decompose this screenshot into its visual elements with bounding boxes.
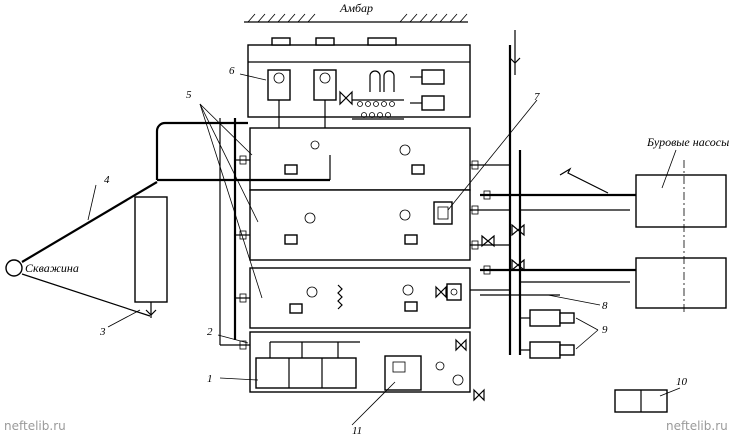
tank-2 xyxy=(249,189,471,261)
callout-4: 4 xyxy=(104,174,110,186)
watermark-left: neftelib.ru xyxy=(4,419,66,433)
watermark-right: neftelib.ru xyxy=(666,419,728,433)
callout-9: 9 xyxy=(602,324,608,336)
callout-3: 3 xyxy=(99,326,106,338)
well xyxy=(5,181,158,317)
callout-2: 2 xyxy=(207,326,213,338)
valves-right xyxy=(435,223,525,402)
callout-11: 11 xyxy=(352,425,362,435)
degasser-tank-3 xyxy=(134,196,168,318)
drilling-pumps xyxy=(635,160,727,312)
auxiliary-pumps xyxy=(520,309,575,359)
chemical-block xyxy=(249,331,471,393)
tank-3 xyxy=(249,267,471,329)
flanges xyxy=(239,155,491,350)
callout-8: 8 xyxy=(602,300,608,312)
callout-1: 1 xyxy=(207,373,213,385)
callout-7: 7 xyxy=(534,91,540,103)
callout-5: 5 xyxy=(186,89,192,101)
callout-10: 10 xyxy=(676,376,688,388)
cleaning-equipment-block xyxy=(247,37,471,160)
well-label: Скважина xyxy=(25,261,79,275)
leader-lines xyxy=(87,73,681,426)
unit-10 xyxy=(614,389,668,413)
drilling-pumps-label: Буровые насосы xyxy=(646,135,729,149)
pipelines xyxy=(155,30,636,355)
ambar-label: Амбар xyxy=(339,1,373,15)
ambar-ground xyxy=(244,13,468,23)
callout-6: 6 xyxy=(229,65,235,77)
